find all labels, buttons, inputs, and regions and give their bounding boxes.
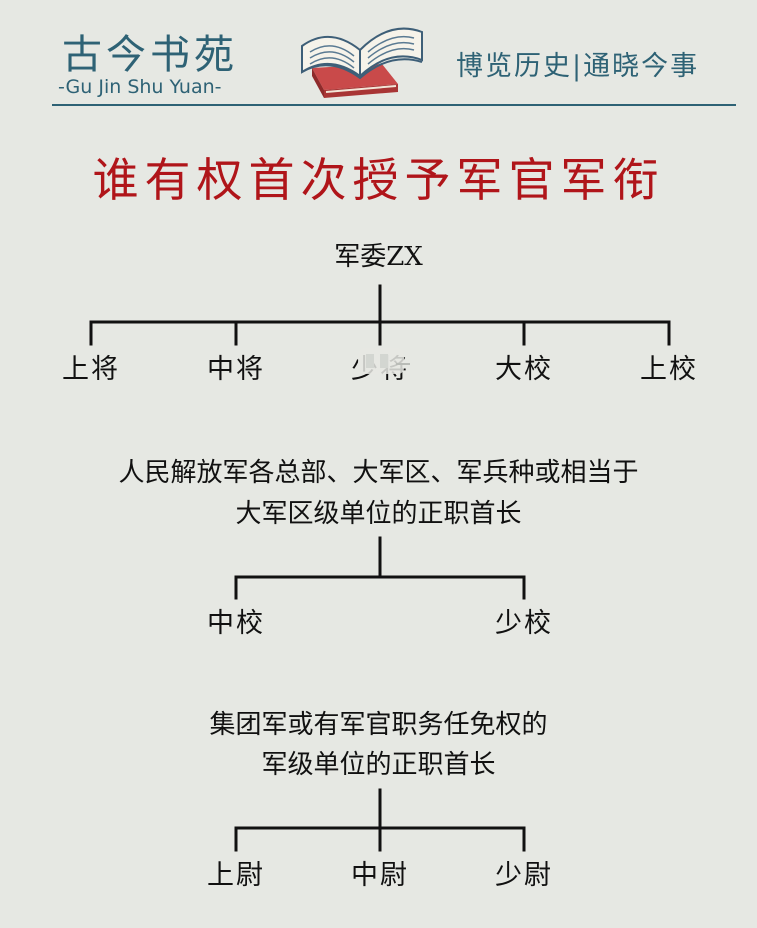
authority-regional-line-2: 大军区级单位的正职首长 bbox=[235, 499, 522, 529]
open-book-icon bbox=[301, 27, 423, 98]
rank-colonel: 上校 bbox=[640, 354, 698, 385]
rank-first-lieutenant: 中尉 bbox=[351, 860, 409, 891]
watermark-smudge bbox=[358, 348, 410, 374]
rank-lieutenant-colonel: 中校 bbox=[207, 608, 265, 639]
rank-lieutenant-general: 中将 bbox=[207, 354, 265, 385]
rank-senior-colonel: 大校 bbox=[495, 354, 553, 385]
brand-romanization: -Gu Jin Shu Yuan- bbox=[58, 76, 222, 98]
authority-army-line-1: 集团军或有军官职务任免权的 bbox=[209, 710, 548, 740]
authority-regional-line-1: 人民解放军各总部、大军区、军兵种或相当于 bbox=[118, 458, 639, 488]
page-title: 谁有权首次授予军官军衔 bbox=[92, 153, 665, 207]
slogan: 博览历史|通晓今事 bbox=[456, 51, 700, 82]
rank-major: 少校 bbox=[495, 608, 553, 639]
rank-second-lieutenant: 少尉 bbox=[495, 860, 553, 891]
rank-general: 上将 bbox=[62, 354, 120, 385]
authority-central-military-commission: 军委ZX bbox=[334, 242, 423, 272]
rank-captain: 上尉 bbox=[207, 860, 265, 891]
brand-name: 古今书苑 bbox=[62, 32, 238, 78]
authority-army-line-2: 军级单位的正职首长 bbox=[261, 750, 496, 780]
header-divider bbox=[52, 104, 736, 106]
